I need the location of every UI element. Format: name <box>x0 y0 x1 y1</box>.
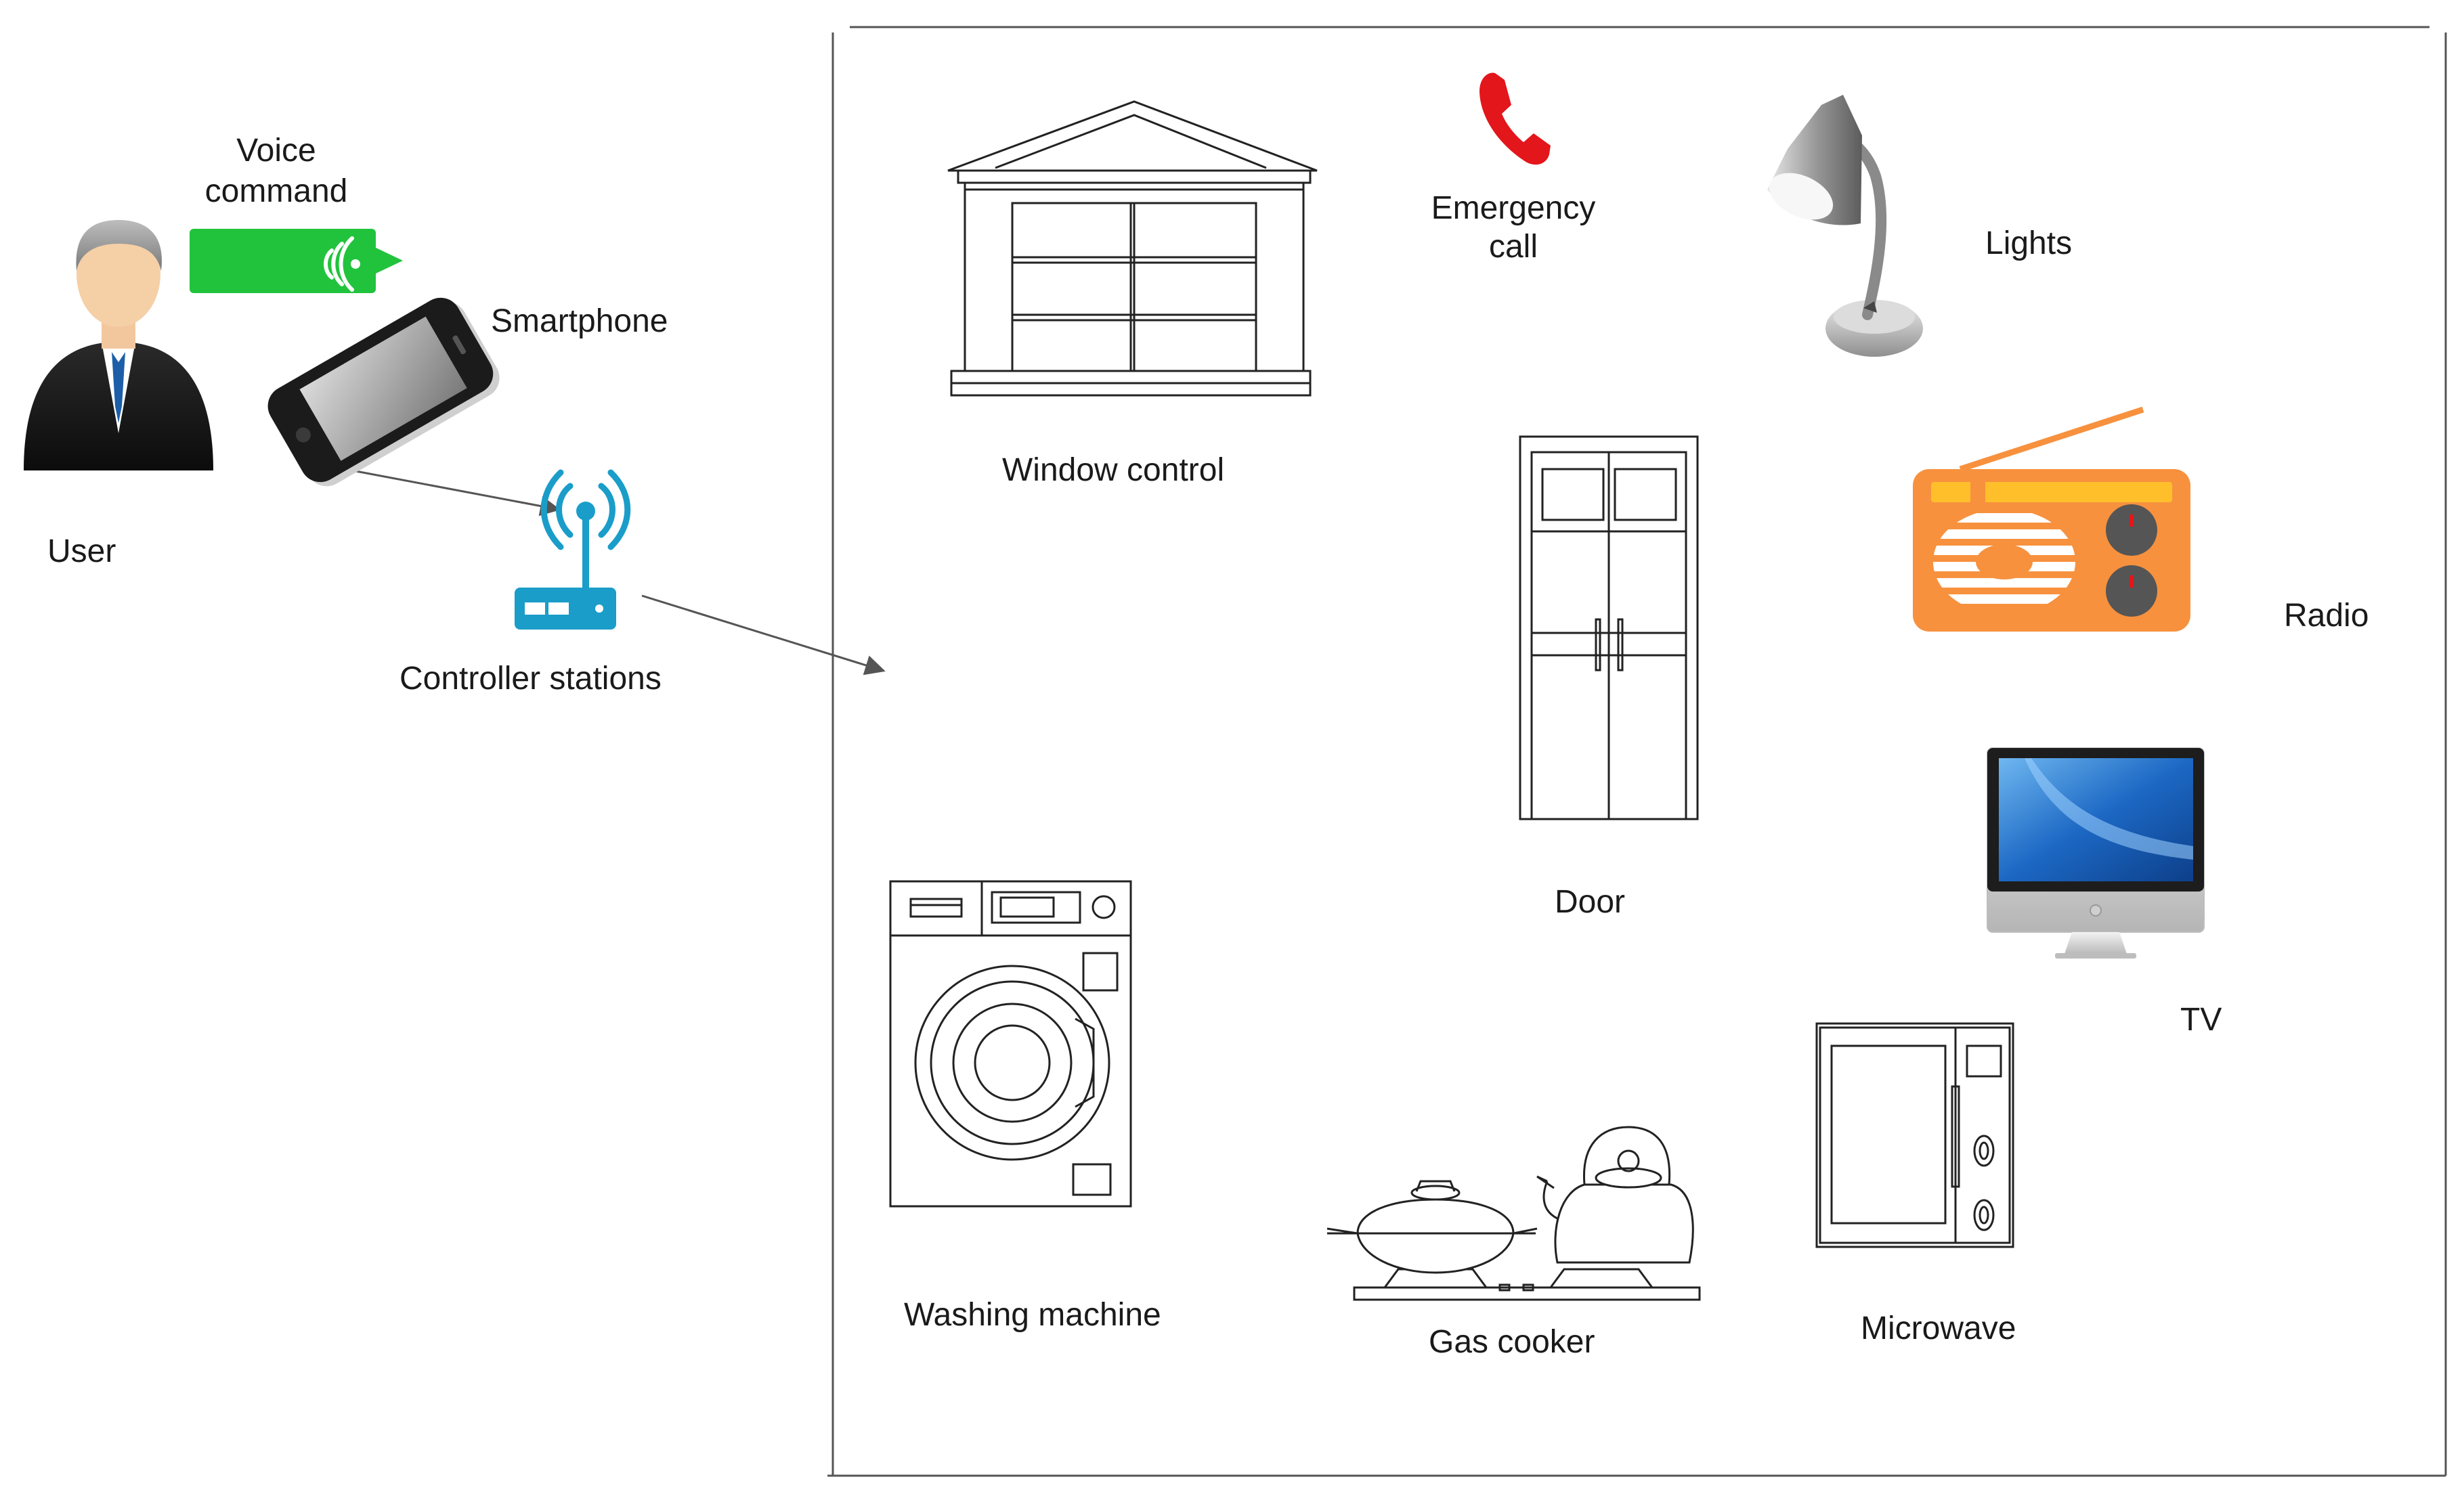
home-boundary <box>827 26 2447 1477</box>
smartphone-label: Smartphone <box>491 303 668 339</box>
microwave-icon <box>1815 1022 2014 1248</box>
router-icon <box>515 469 631 630</box>
emergency-call-label-line1: Emergency <box>1431 190 1596 226</box>
radio-label: Radio <box>2284 598 2369 634</box>
microwave-label: Microwave <box>1861 1311 2016 1346</box>
gas-cooker-icon <box>1326 1126 1701 1301</box>
businessman-icon <box>24 220 213 470</box>
user-label: User <box>47 533 116 569</box>
emergency-call-label-line2: call <box>1489 229 1538 265</box>
gas-cooker-label: Gas cooker <box>1429 1324 1595 1360</box>
radio-icon <box>1913 406 2190 632</box>
phone-icon <box>1479 72 1551 165</box>
arrow-controller-to-home <box>641 594 886 676</box>
lights-label: Lights <box>1985 225 2072 261</box>
washing-machine-icon <box>889 880 1132 1208</box>
door-icon <box>1519 435 1699 820</box>
window-icon <box>947 100 1318 397</box>
window-control-label: Window control <box>1002 452 1224 488</box>
lamp-icon <box>1767 95 1923 357</box>
monitor-icon <box>1987 747 2205 959</box>
voice-command-label-line2: command <box>205 173 348 209</box>
controller-stations-label: Controller stations <box>399 661 662 697</box>
tv-label: TV <box>2180 1002 2222 1038</box>
voice-command-label-line1: Voice <box>236 133 316 169</box>
arrow-smartphone-to-controller <box>351 469 561 516</box>
voice-bubble-icon <box>190 229 403 293</box>
door-label: Door <box>1555 884 1625 920</box>
washing-machine-label: Washing machine <box>904 1297 1161 1333</box>
smartphone-icon <box>267 297 500 487</box>
